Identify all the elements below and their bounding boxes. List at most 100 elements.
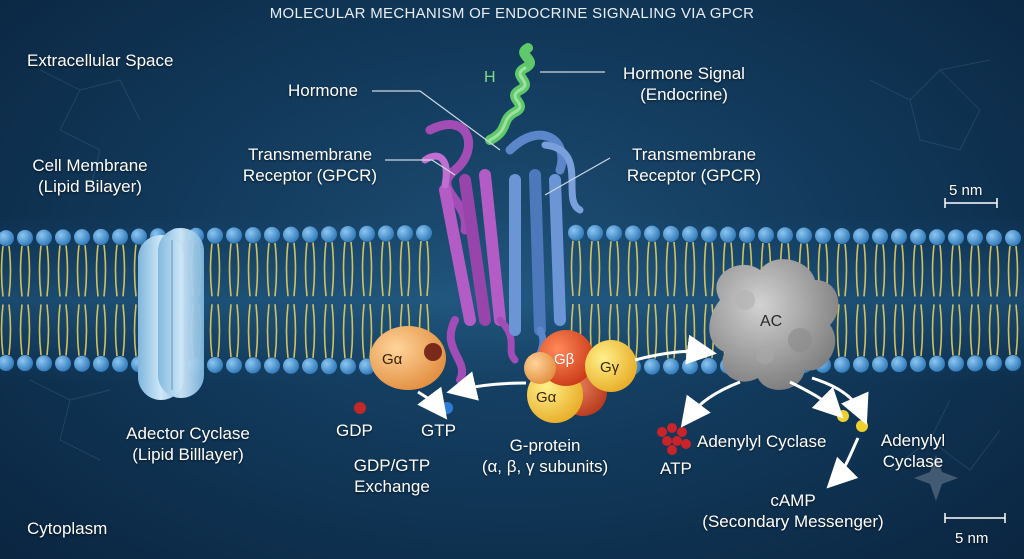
lipid-tail <box>228 304 232 358</box>
lipid-tail <box>8 245 12 297</box>
lipid-head <box>986 355 1002 372</box>
lipid-head <box>967 355 983 372</box>
lipid-head <box>986 229 1002 246</box>
camp-dot-1 <box>837 410 849 422</box>
lipid-head <box>17 355 33 372</box>
lipid-tail <box>646 241 650 297</box>
lipid-tail <box>350 241 354 297</box>
lipid-tail <box>95 304 99 356</box>
lipid-tail <box>931 245 935 297</box>
lipid-head <box>302 357 318 374</box>
lipid-tail <box>635 241 639 297</box>
diagram-title: MOLECULAR MECHANISM OF ENDOCRINE SIGNALI… <box>269 5 755 22</box>
lipid-tail <box>882 244 886 297</box>
lipid-tail <box>1007 304 1011 356</box>
lipid-head <box>853 356 869 373</box>
lipid-tail <box>1015 304 1019 356</box>
lipid-tail <box>293 304 297 358</box>
lipid-head <box>0 230 14 247</box>
gdp-dot <box>354 402 366 414</box>
lipid-tail <box>266 304 270 358</box>
lipid-tail <box>939 245 943 297</box>
lipid-tail <box>323 242 327 297</box>
lipid-tail <box>692 242 696 297</box>
lipid-tail <box>247 304 251 358</box>
lipid-tail <box>103 304 107 356</box>
label-adector-cyclase-line2: (Lipid Billlayer) <box>132 445 244 464</box>
lipid-head <box>359 225 375 242</box>
arrow-ac-atp <box>680 380 741 428</box>
lipid-tail <box>703 242 707 297</box>
lipid-tail <box>844 304 848 357</box>
lipid-tail <box>977 245 981 297</box>
channel-protein <box>138 228 204 400</box>
lipid-tail <box>939 304 943 356</box>
lipid-tail <box>95 244 99 297</box>
label-atp: ATP <box>660 459 692 478</box>
lipid-head <box>929 229 945 246</box>
helix-label: H <box>484 69 496 86</box>
label-gdp: GDP <box>336 421 373 440</box>
lipid-tail <box>863 304 867 357</box>
lipid-head <box>644 225 660 242</box>
lipid-head <box>891 228 907 245</box>
lipid-tail <box>255 243 259 297</box>
lipid-head <box>283 357 299 374</box>
lipid-tail <box>27 304 31 356</box>
lipid-head <box>74 355 90 372</box>
g-alpha-label: Gα <box>536 389 557 406</box>
lipid-tail <box>855 304 859 357</box>
lipid-head <box>36 355 52 372</box>
scale-label-top: 5 nm <box>949 182 983 199</box>
lipid-tail <box>863 244 867 297</box>
lipid-head <box>663 358 679 375</box>
label-receptor-right: Transmembrane Receptor (GPCR) <box>627 144 761 186</box>
arrow-to-camp <box>826 437 860 489</box>
lipid-tail <box>38 245 42 297</box>
lipid-head <box>93 228 109 245</box>
lipid-head <box>910 355 926 372</box>
lipid-tail <box>673 241 677 297</box>
label-gtp: GTP <box>421 421 456 440</box>
lipid-tail <box>122 304 126 357</box>
lipid-tail <box>133 304 137 357</box>
lipid-tail <box>627 241 631 297</box>
lipid-head <box>55 355 71 372</box>
lipid-head <box>207 227 223 244</box>
lipid-tail <box>969 245 973 297</box>
lipid-head <box>264 226 280 243</box>
lipid-tail <box>84 304 88 356</box>
lipid-tail <box>912 244 916 297</box>
lipid-tail <box>920 304 924 357</box>
lipid-tail <box>844 243 848 297</box>
lipid-tail <box>57 304 61 356</box>
lipid-tail <box>84 245 88 297</box>
lipid-head <box>967 229 983 246</box>
lipid-tail <box>76 304 80 356</box>
lipid-tail <box>65 245 69 297</box>
lipid-tail <box>369 241 373 297</box>
lipid-head <box>682 358 698 375</box>
lipid-tail <box>654 241 658 297</box>
lipid-tail <box>988 304 992 356</box>
lipid-tail <box>380 241 384 297</box>
arrow-gdp-gtp <box>417 386 448 420</box>
lipid-tail <box>255 304 259 358</box>
label-receptor-right-line2: Receptor (GPCR) <box>626 166 762 185</box>
lipid-tail <box>103 244 107 297</box>
label-receptor-left-line1: Transmembrane <box>247 145 373 164</box>
lipid-bilayer <box>0 224 1021 376</box>
lipid-tail <box>19 245 23 297</box>
lipid-head <box>1005 354 1021 371</box>
lipid-tail <box>684 242 688 297</box>
lipid-tail <box>8 304 12 356</box>
lipid-tail <box>958 304 962 356</box>
hormone-helix: H <box>484 43 535 145</box>
label-exchange-line2: Exchange <box>354 477 430 496</box>
lipid-tail <box>236 243 240 297</box>
lipid-head <box>264 357 280 374</box>
lipid-tail <box>912 304 916 357</box>
lipid-head <box>302 226 318 243</box>
lipid-tail <box>874 244 878 297</box>
lipid-head <box>340 225 356 242</box>
